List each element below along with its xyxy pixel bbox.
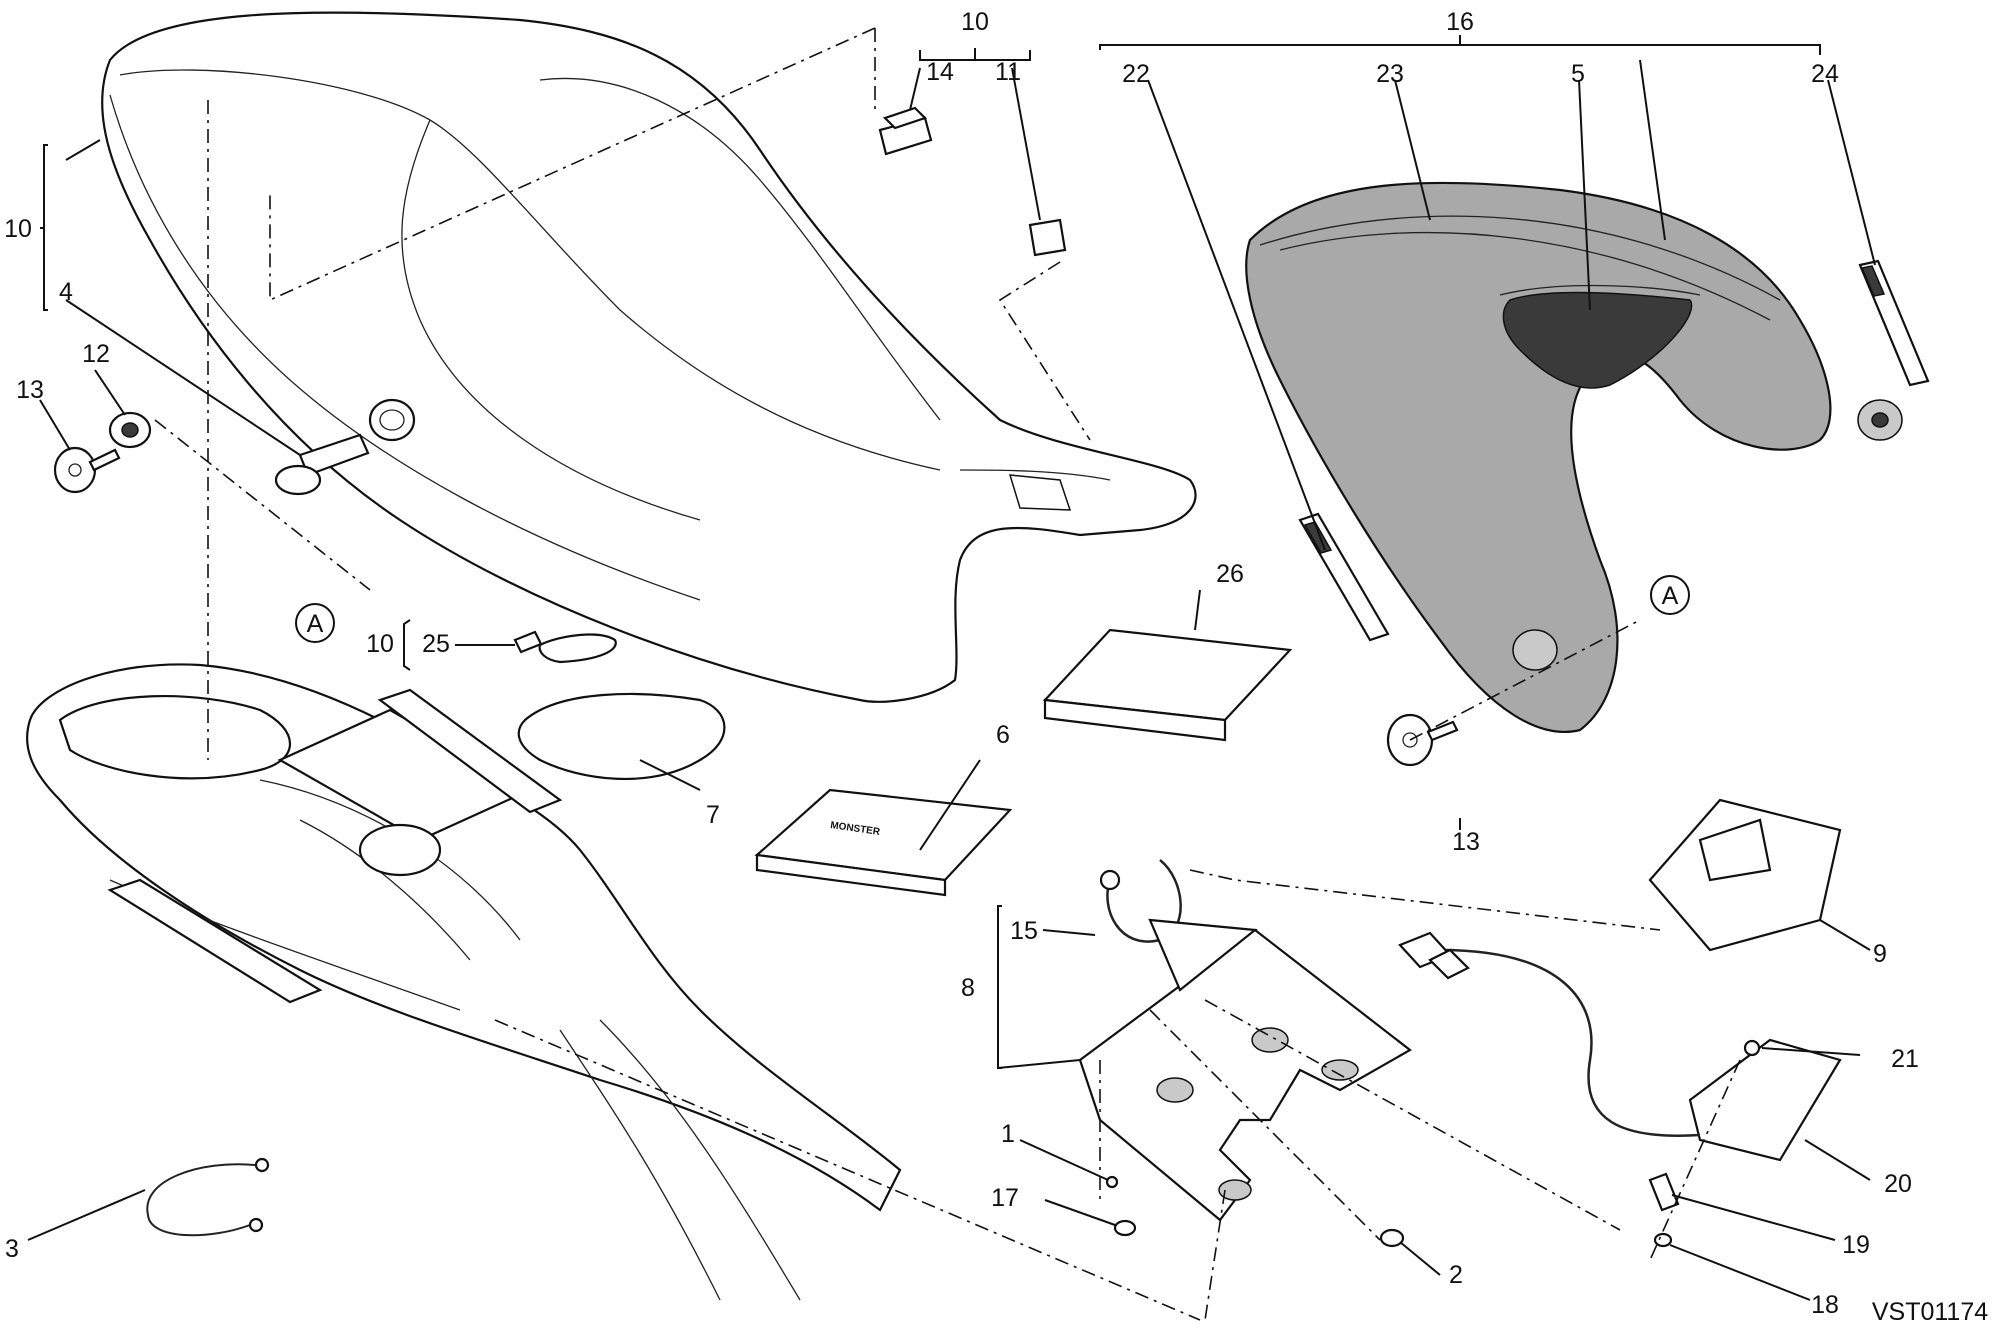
callout-2: 2 [1449,1261,1463,1289]
battery-cover [1648,798,1842,952]
callout-14: 14 [926,58,954,86]
callout-18: 18 [1811,1291,1839,1319]
callout-13-left: 13 [16,376,44,404]
nut-lower [1653,1232,1673,1248]
decal-side-right [1858,259,1930,387]
seat-cowl [1245,181,1903,733]
callout-1: 1 [1001,1120,1015,1148]
seat-pad [517,692,726,780]
callout-23: 23 [1376,60,1404,88]
reference-a-right-text: A [1662,582,1679,610]
callout-5: 5 [1571,60,1585,88]
ignition-key [513,630,617,664]
rear-subframe [26,663,902,1301]
callout-labels: 10 14 11 16 22 23 5 24 10 4 12 13 10 25 … [4,8,1988,1326]
adhesive-pad [1028,218,1067,257]
callout-7: 7 [706,801,720,829]
reference-a-left-text: A [307,610,324,638]
callout-8: 8 [961,974,975,1002]
screw-tray [1379,1228,1405,1248]
reference-a-left: A [295,603,335,643]
callout-19: 19 [1842,1231,1870,1259]
knob-screw-right [1386,713,1459,767]
grommet [1113,1219,1137,1237]
electronic-unit [1398,931,1842,1162]
assembly-lines [154,27,1741,1321]
callout-11: 11 [995,58,1021,86]
nut-upper [1743,1039,1761,1057]
callout-17: 17 [991,1184,1019,1212]
owners-manual: MONSTER [754,788,1013,897]
callout-3: 3 [5,1235,19,1263]
rubber-pad [878,106,933,156]
drawing-code: VST01174 [1872,1298,1988,1326]
callout-10-small: 10 [366,630,394,658]
washer [108,411,152,449]
seat-release-cable [146,1157,270,1237]
callout-15: 15 [1010,917,1038,945]
callout-25: 25 [422,630,450,658]
spacer [1648,1172,1680,1212]
knob-screw-left [53,446,121,494]
callout-20: 20 [1884,1170,1912,1198]
warranty-booklet [1042,628,1293,742]
callout-26: 26 [1216,560,1244,588]
callout-12: 12 [82,340,110,368]
storage-tray [1078,918,1412,1222]
callout-13-right: 13 [1452,828,1480,856]
callout-16: 16 [1446,8,1474,36]
callout-10-top: 10 [961,8,989,36]
callout-21: 21 [1891,1045,1919,1073]
callout-24: 24 [1811,60,1839,88]
dual-seat [101,11,1197,703]
callout-10-left: 10 [4,215,32,243]
seat-lock-pin [274,433,370,496]
callout-4: 4 [59,278,73,306]
reference-a-right: A [1650,575,1690,615]
leader-lines [27,35,1876,1301]
callout-9: 9 [1873,940,1887,968]
screw-small [1105,1175,1119,1189]
callout-6: 6 [996,721,1010,749]
callout-22: 22 [1122,60,1150,88]
